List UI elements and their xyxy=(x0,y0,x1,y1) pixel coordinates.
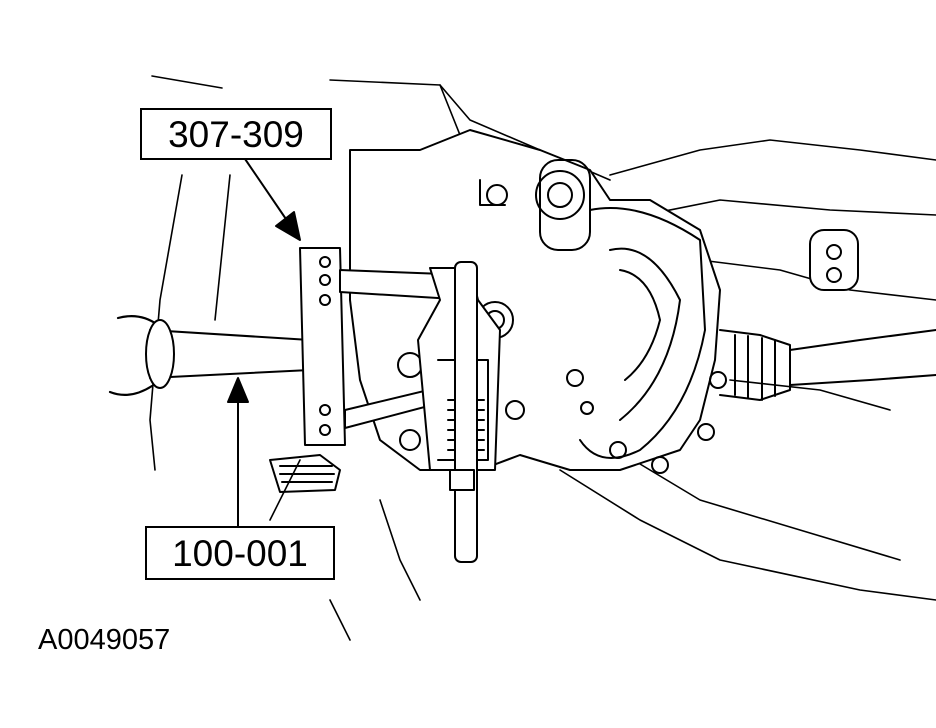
differential-housing xyxy=(349,129,727,474)
callout-label-100-001: 100-001 xyxy=(145,526,335,580)
leader-arrows xyxy=(227,155,301,527)
callout-label-307-309: 307-309 xyxy=(140,108,332,160)
slide-hammer-tool xyxy=(108,315,341,493)
arrowhead-307-309 xyxy=(275,211,301,241)
puller-tool xyxy=(299,247,501,563)
figure-id: A0049057 xyxy=(38,624,171,656)
leader-line-307-309 xyxy=(242,155,289,223)
arrowhead-100-001 xyxy=(227,377,249,403)
axle-shaft-right xyxy=(719,229,936,401)
